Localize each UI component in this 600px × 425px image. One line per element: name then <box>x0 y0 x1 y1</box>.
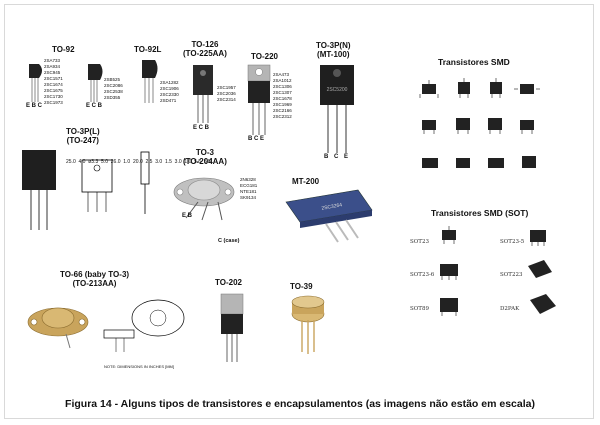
to92-part-list: 2SA733 2SA934 2SC945 2SC1571 2SC1674 2SC… <box>44 58 63 106</box>
to39-drawing <box>291 295 325 354</box>
sot-label-sot223: SOT223 <box>500 272 523 278</box>
sot-label-sot23-5: SOT23-5 <box>500 239 525 245</box>
to92l-drawing-a <box>88 64 103 102</box>
to3-parts: 2N6328 ECG181 NTE181 SK9134 <box>240 177 258 200</box>
to202-drawing <box>220 293 244 362</box>
to92-parts: 2SA733 2SA934 2SC945 2SC1571 2SC1674 2SC… <box>44 58 63 105</box>
to3pl-side-drawing <box>140 151 150 214</box>
mt200-label: MT-200 <box>292 177 320 186</box>
to3pn-label: TO-3P(N) (MT-100) <box>316 41 351 59</box>
to3pl-drawing <box>22 150 56 230</box>
to92-pins: E B C <box>26 103 43 109</box>
to92l-label: TO-92L <box>134 45 162 54</box>
to220-parts: 2SA473 2SA1012 2SC1306 2SC1307 2SC1678 2… <box>273 72 292 119</box>
to92l-parts-b: 2SA1282 2SC1906 2SC2330 2SD471 <box>160 80 179 103</box>
sot-label-sot23-6: SOT23-6 <box>410 272 435 278</box>
to3pn-marking: 2SC5200 <box>327 87 348 93</box>
to126-pins: E C B <box>193 125 210 131</box>
to3-case-label: C (case) <box>218 238 240 244</box>
mt200-marking: 2SC3264 <box>321 202 343 212</box>
to3-pins: E B <box>182 213 193 219</box>
sot-label-sot89: SOT89 <box>410 306 429 312</box>
to39-label: TO-39 <box>290 282 313 291</box>
sot-label-sot23: SOT23 <box>410 239 429 245</box>
to66-dimension-drawing <box>103 299 185 352</box>
to126-drawing <box>193 65 213 123</box>
to126-label: TO-126 (TO-225AA) <box>183 40 227 58</box>
mt200-drawing: 2SC3264 <box>285 189 373 243</box>
to92l-parts-a: 2SB525 2SC2086 2SC2538 2SD355 <box>104 77 123 100</box>
smd-sot-title: Transistores SMD (SOT) <box>431 208 529 218</box>
figure-caption: Figura 14 - Alguns tipos de transistores… <box>65 398 535 410</box>
to92-label: TO-92 <box>52 45 75 54</box>
to92-drawing <box>29 64 42 102</box>
figure-border <box>4 4 594 419</box>
to3pl-dimension-drawing <box>81 159 113 212</box>
to220-drawing <box>247 64 271 135</box>
to66-note: NOTE: DIMENSIONS IN INCHES [MM] <box>104 364 175 369</box>
to3-label: TO-3 (TO-204AA) <box>183 148 227 166</box>
to66-drawing <box>27 307 89 349</box>
to3pn-drawing: 2SC5200 <box>320 65 354 153</box>
to220-label: TO-220 <box>251 52 278 61</box>
to220-pins: B C E <box>248 136 265 142</box>
to126-parts: 2SC1957 2SC2036 2SC2314 <box>217 85 236 102</box>
to3pl-label: TO-3P(L) (TO-247) <box>66 127 100 145</box>
to3-drawing <box>173 177 235 221</box>
to3pn-pins: B C E <box>324 154 349 160</box>
to202-label: TO-202 <box>215 278 242 287</box>
to92l-pins: E C B <box>86 103 103 109</box>
to92l-drawing-b <box>142 60 158 103</box>
smd-title: Transistores SMD <box>438 57 510 67</box>
sot-label-d2pak: D2PAK <box>500 306 520 312</box>
to66-label: TO-66 (baby TO-3) (TO-213AA) <box>60 270 130 288</box>
sot-drawings <box>440 226 556 316</box>
smd-grid-drawing <box>419 78 540 168</box>
